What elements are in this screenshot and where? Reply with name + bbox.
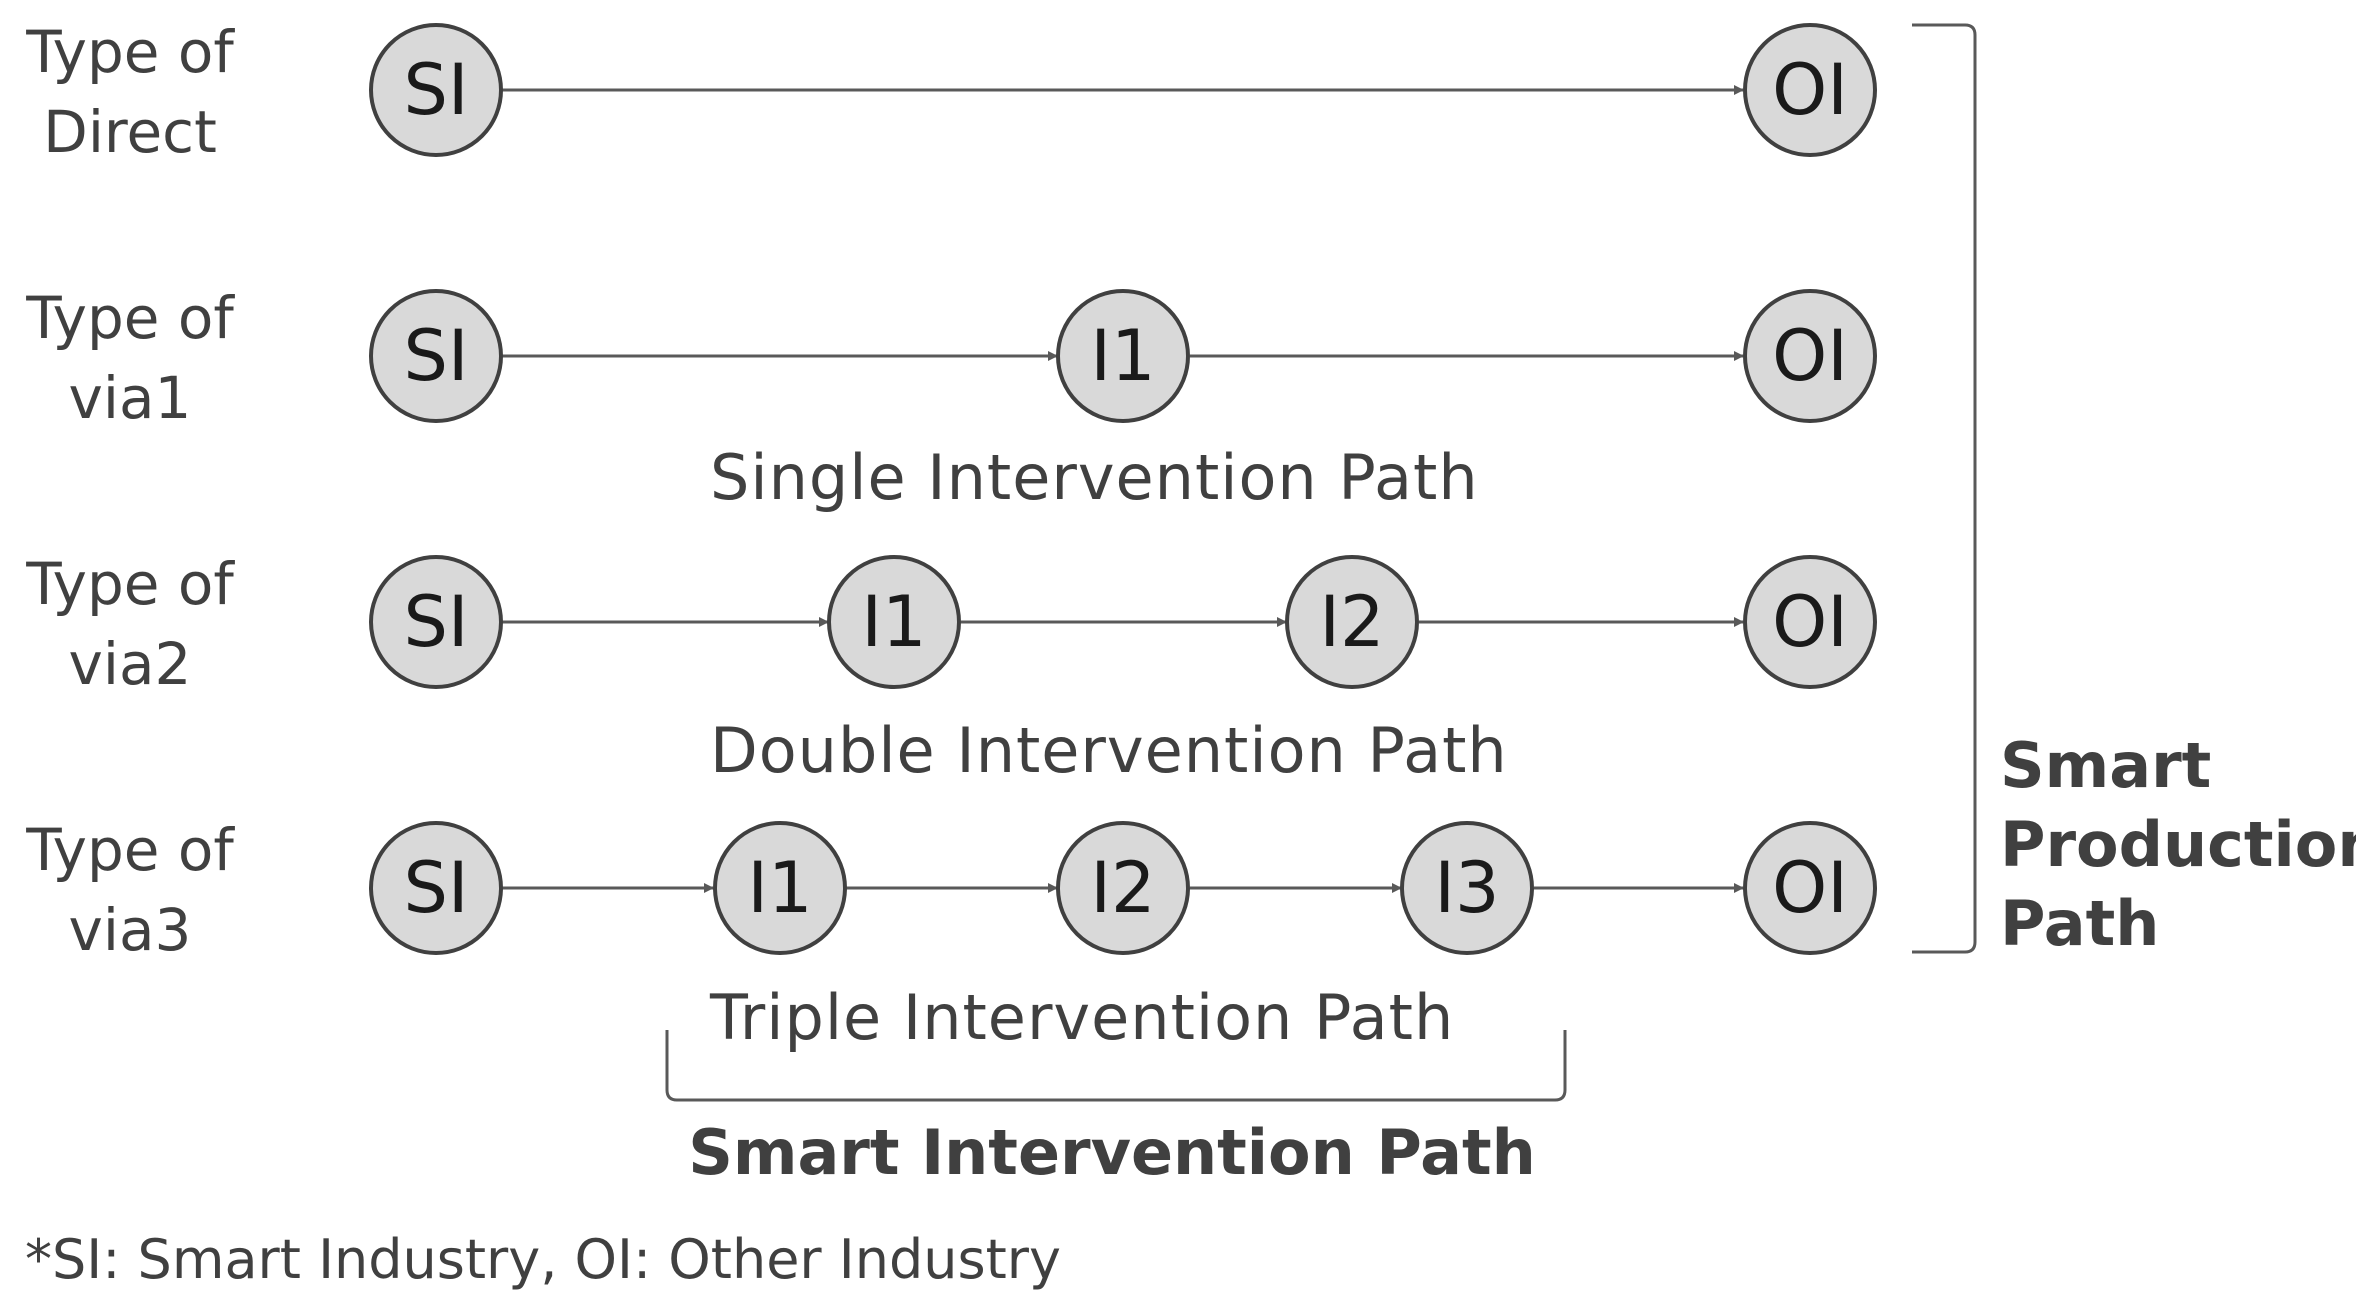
node-via1-si-label: SI: [403, 315, 468, 397]
smart-intervention-path-label: Smart Intervention Path: [688, 1116, 1536, 1189]
row-direct-label-line2: Direct: [43, 98, 217, 166]
node-via2-si-label: SI: [403, 581, 468, 663]
node-via2-si: SI: [369, 555, 503, 689]
node-via3-i3: I3: [1400, 821, 1534, 955]
row-via3-label-line1: Type of: [25, 816, 235, 884]
node-direct-si-label: SI: [403, 49, 468, 131]
smart-production-path-label-line1: Smart: [2000, 729, 2211, 802]
node-via2-i2-label: I2: [1319, 581, 1384, 663]
row-direct-label-line1: Type of: [25, 18, 235, 86]
node-via1-i1-label: I1: [1090, 315, 1155, 397]
row-via3: Type of via3: [25, 816, 235, 964]
row-via1-label-line2: via1: [69, 364, 192, 432]
caption-single-intervention-path: Single Intervention Path: [710, 441, 1479, 514]
node-via2-oi: OI: [1743, 555, 1877, 689]
node-via3-si-label: SI: [403, 847, 468, 929]
row-direct: Type of Direct: [25, 18, 235, 166]
node-via3-i3-label: I3: [1434, 847, 1499, 929]
edges: [502, 85, 1744, 893]
node-via2-oi-label: OI: [1772, 581, 1848, 663]
node-via3-i1-label: I1: [747, 847, 812, 929]
node-via1-oi: OI: [1743, 289, 1877, 423]
node-via3-i2-label: I2: [1090, 847, 1155, 929]
node-via3-oi-label: OI: [1772, 847, 1848, 929]
row-via1: Type of via1: [25, 284, 235, 432]
caption-triple-intervention-path: Triple Intervention Path: [709, 981, 1454, 1054]
caption-double-intervention-path: Double Intervention Path: [710, 714, 1508, 787]
smart-intervention-path-bracket: [665, 1030, 1567, 1102]
node-via2-i1: I1: [827, 555, 961, 689]
node-via1-si: SI: [369, 289, 503, 423]
node-via3-si: SI: [369, 821, 503, 955]
node-via3-oi: OI: [1743, 821, 1877, 955]
node-via2-i2: I2: [1285, 555, 1419, 689]
node-via1-oi-label: OI: [1772, 315, 1848, 397]
node-via1-i1: I1: [1056, 289, 1190, 423]
row-via2-label-line2: via2: [69, 630, 192, 698]
smart-production-path-label-line2: Production: [2000, 808, 2356, 881]
node-via2-i1-label: I1: [861, 581, 926, 663]
row-via2-label-line1: Type of: [25, 550, 235, 618]
footnote: *SI: Smart Industry, OI: Other Industry: [25, 1228, 1061, 1291]
smart-production-path-label-line3: Path: [2000, 887, 2159, 960]
node-direct-oi: OI: [1743, 23, 1877, 157]
nodes: SI OI SI I1 OI SI I1 I2: [369, 23, 1877, 955]
node-via3-i2: I2: [1056, 821, 1190, 955]
row-via1-label-line1: Type of: [25, 284, 235, 352]
smart-production-path-bracket: [1912, 23, 1977, 954]
node-direct-oi-label: OI: [1772, 49, 1848, 131]
row-via3-label-line2: via3: [69, 896, 192, 964]
row-via2: Type of via2: [25, 550, 235, 698]
node-direct-si: SI: [369, 23, 503, 157]
node-via3-i1: I1: [713, 821, 847, 955]
